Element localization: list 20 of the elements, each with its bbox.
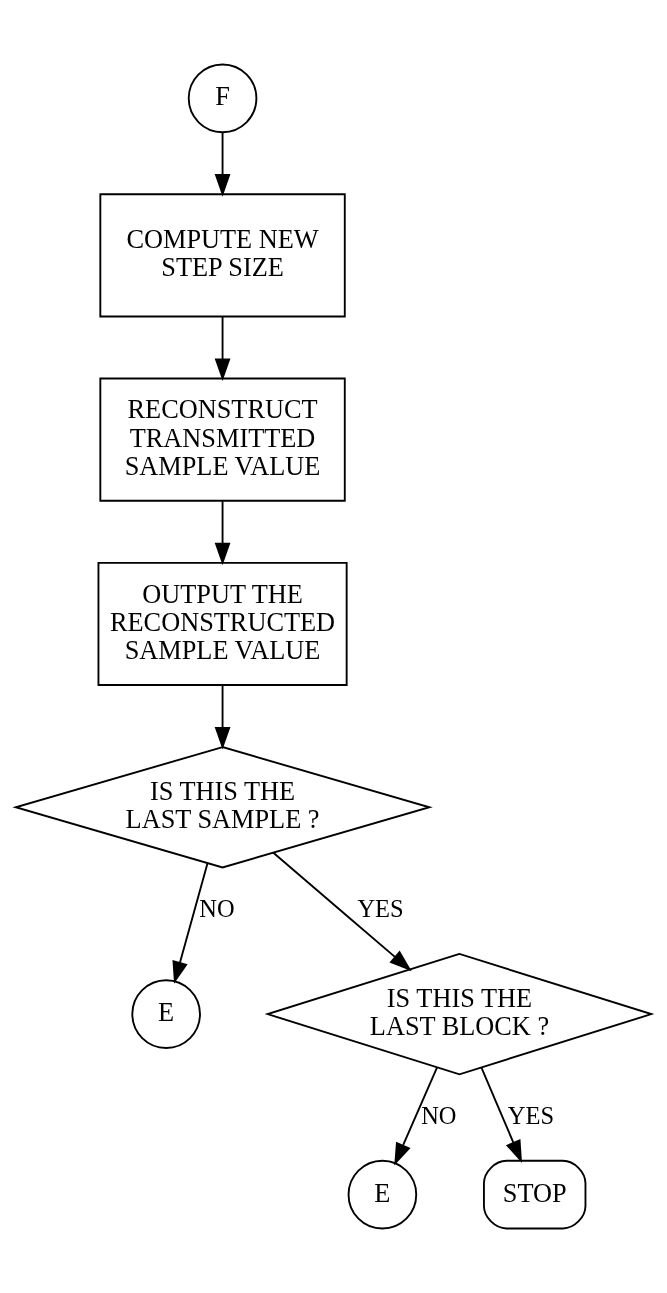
edge-label: NO bbox=[199, 895, 235, 923]
node-box: RECONSTRUCT TRANSMITTED SAMPLE VALUE bbox=[99, 377, 346, 502]
arrow bbox=[172, 862, 209, 984]
node-circle: F bbox=[187, 63, 258, 134]
arrow bbox=[214, 315, 231, 382]
arrow bbox=[394, 1066, 438, 1166]
edge-label: YES bbox=[357, 895, 404, 923]
edge-label: NO bbox=[421, 1101, 457, 1129]
edge-label: YES bbox=[507, 1101, 555, 1129]
node-box: OUTPUT THE RECONSTRUCTED SAMPLE VALUE bbox=[97, 561, 348, 686]
node-circle: E bbox=[347, 1159, 418, 1230]
node-box: STOP bbox=[483, 1159, 587, 1230]
node-box: COMPUTE NEW STEP SIZE bbox=[99, 193, 346, 318]
arrow bbox=[214, 500, 231, 566]
node-circle: E bbox=[131, 979, 201, 1049]
arrow bbox=[214, 131, 231, 197]
arrow bbox=[272, 851, 412, 972]
arrow bbox=[214, 684, 231, 750]
node-diamond: IS THIS THE LAST SAMPLE ? bbox=[12, 746, 433, 869]
arrow bbox=[480, 1066, 522, 1163]
